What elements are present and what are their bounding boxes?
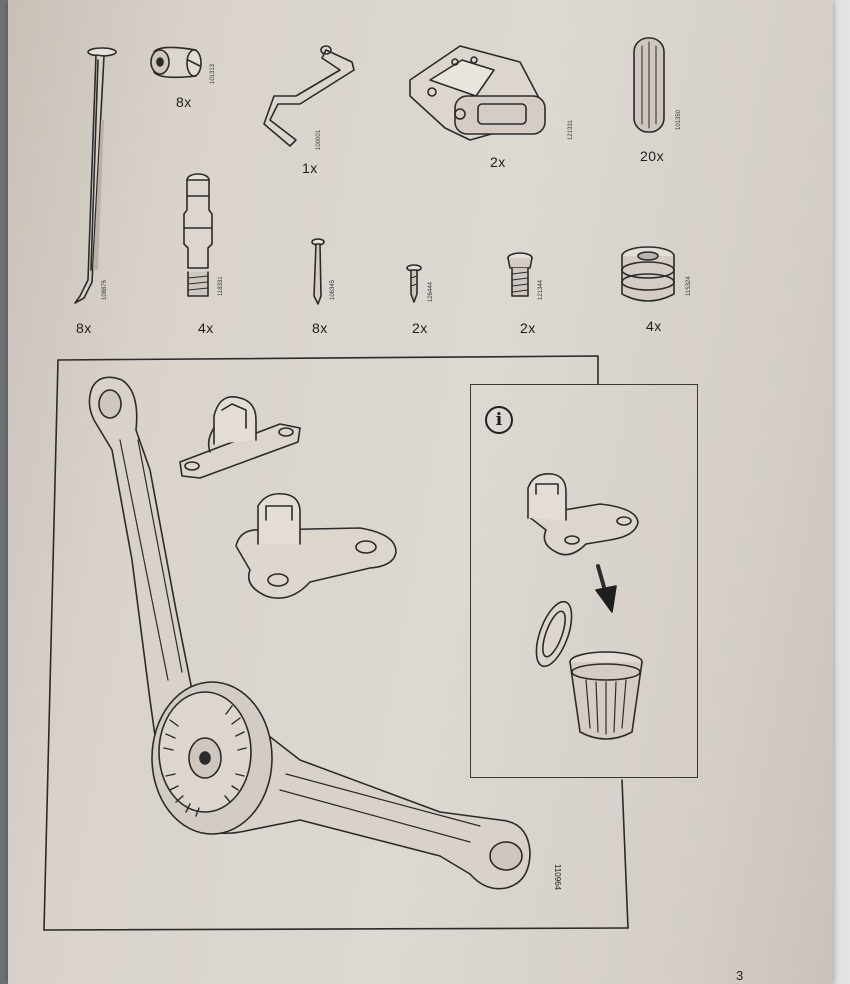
hex-key-part-number: 100001 xyxy=(316,129,322,150)
triangle-bracket-icon xyxy=(235,492,397,599)
main-part-number: 110964 xyxy=(553,864,562,891)
machine-screw-icon xyxy=(507,252,533,297)
page-number: 3 xyxy=(736,968,744,983)
cam-lock-icon xyxy=(621,246,675,302)
dispose-arrow-icon xyxy=(595,564,617,613)
wooden-dowel-part-number: 101350 xyxy=(676,109,682,130)
hinge-bracket-icon xyxy=(409,45,546,141)
long-screw-part-number: 108875 xyxy=(102,279,108,300)
hinge-bracket-qty: 2x xyxy=(490,154,506,170)
machine-screw-qty: 2x xyxy=(520,320,536,336)
wooden-dowel-icon xyxy=(633,37,665,133)
long-screw-qty: 8x xyxy=(76,320,92,336)
cam-bolt-part-number: 118331 xyxy=(218,276,224,296)
small-screw-part-number: 126444 xyxy=(428,281,434,302)
machine-screw-part-number: 121344 xyxy=(538,279,544,300)
cam-bolt-icon xyxy=(183,173,213,297)
cam-lock-part-number: 115324 xyxy=(686,276,692,296)
cam-nut-qty: 8x xyxy=(176,94,192,110)
hex-key-icon xyxy=(263,45,355,147)
cam-nut-part-number: 101313 xyxy=(210,63,216,84)
small-screw-qty: 2x xyxy=(412,320,428,336)
info-icon: i xyxy=(485,406,513,434)
info-panel xyxy=(470,384,698,778)
long-screw-icon xyxy=(74,47,117,304)
hex-key-qty: 1x xyxy=(302,160,318,176)
main-panel-frame xyxy=(43,355,629,931)
wooden-dowel-qty: 20x xyxy=(640,148,665,164)
hinge-bracket-part-number: 121331 xyxy=(568,119,574,140)
cam-lock-qty: 4x xyxy=(646,318,662,334)
lift-arm-icon xyxy=(88,376,531,890)
trash-bin-icon xyxy=(535,600,643,740)
info-bracket-icon xyxy=(527,472,639,556)
cam-nut-icon xyxy=(150,46,202,79)
nail-qty: 8x xyxy=(312,320,328,336)
nail-icon xyxy=(311,238,325,305)
mounting-bracket-icon xyxy=(179,396,301,479)
cam-bolt-qty: 4x xyxy=(198,320,214,336)
nail-part-number: 106345 xyxy=(330,279,336,300)
small-screw-icon xyxy=(406,264,422,303)
